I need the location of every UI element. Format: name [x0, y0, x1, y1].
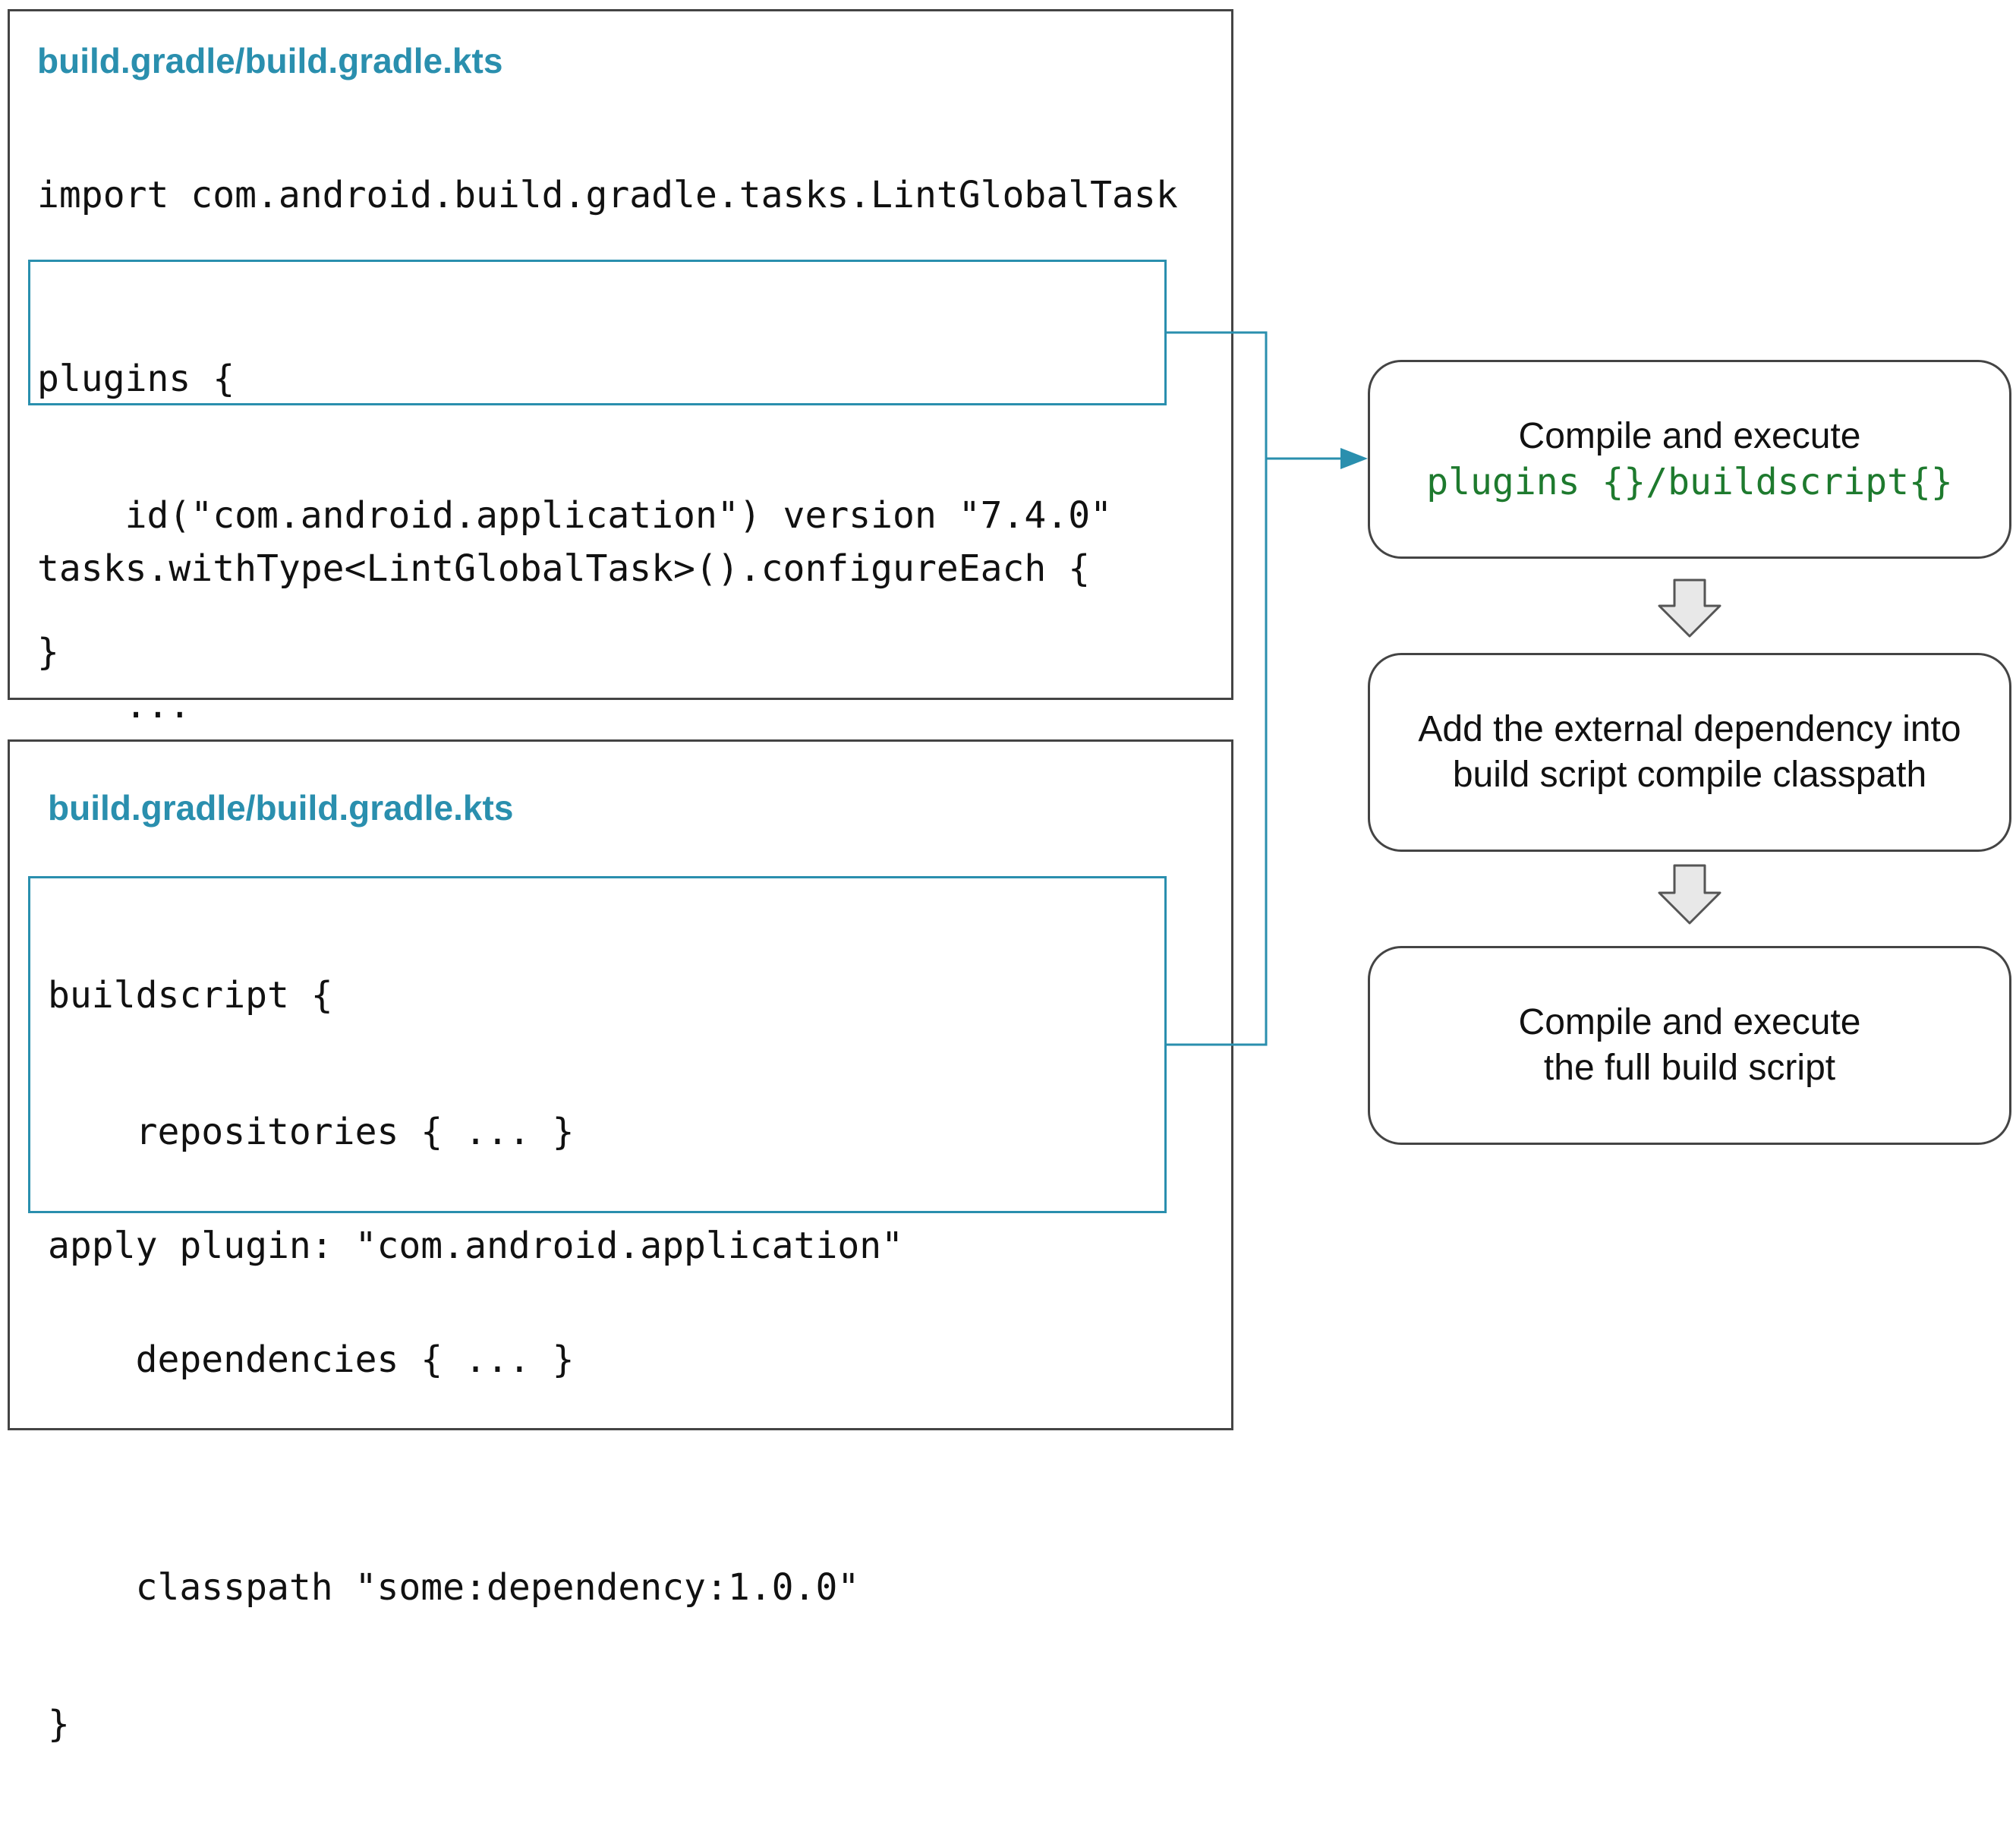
step-compile-plugins-buildscript: Compile and execute plugins {}/buildscri… — [1368, 360, 2011, 559]
plugins-line-3: } — [37, 631, 59, 673]
step-3-line-1: Compile and execute — [1518, 1002, 1861, 1042]
tasks-line-2: ... — [37, 684, 191, 727]
buildscript-line-1: buildscript { — [48, 974, 333, 1017]
step-1-text: Compile and execute — [1518, 416, 1861, 456]
plugins-line-2: id("com.android.application") version "7… — [37, 494, 1113, 537]
buildscript-line-7: } — [48, 1703, 70, 1745]
buildscript-line-6: classpath "some:dependency:1.0.0" — [48, 1566, 860, 1609]
step-compile-full-script: Compile and execute the full build scrip… — [1368, 946, 2011, 1145]
top-file-title: build.gradle/build.gradle.kts — [37, 41, 503, 80]
plugins-highlight-box — [28, 260, 1167, 405]
connector-lines — [1167, 331, 1721, 1046]
step-1-code: plugins {}/buildscript{} — [1426, 461, 1953, 503]
down-arrow-icon — [1658, 579, 1721, 638]
apply-plugin-statement: apply plugin: "com.android.application" — [48, 1225, 904, 1267]
buildscript-line-4: dependencies { ... } — [48, 1338, 575, 1381]
top-build-file-panel: build.gradle/build.gradle.kts import com… — [8, 9, 1233, 863]
tasks-line-1: tasks.withType<LintGlobalTask>().configu… — [37, 547, 1091, 590]
step-add-dependency: Add the external dependency into build s… — [1368, 653, 2011, 852]
connector-arrowhead — [1340, 448, 1368, 469]
step-3-line-2: the full build script — [1543, 1048, 1836, 1088]
step-2-line-2: build script compile classpath — [1452, 755, 1927, 795]
plugins-line-1: plugins { — [37, 358, 235, 400]
down-arrow-icon — [1658, 864, 1721, 925]
tasks-block: tasks.withType<LintGlobalTask>().configu… — [37, 455, 1090, 956]
import-statement: import com.android.build.gradle.tasks.Li… — [37, 174, 1178, 216]
buildscript-line-2: repositories { ... } — [48, 1111, 575, 1153]
bottom-build-file-panel: build.gradle/build.gradle.kts buildscrip… — [8, 739, 1233, 1745]
step-2-line-1: Add the external dependency into — [1418, 709, 1961, 749]
bottom-file-title: build.gradle/build.gradle.kts — [48, 788, 514, 828]
plugins-connector-line — [1167, 331, 1268, 1046]
buildscript-highlight-box — [28, 876, 1167, 1213]
plugins-block: plugins { id("com.android.application") … — [37, 265, 1112, 766]
